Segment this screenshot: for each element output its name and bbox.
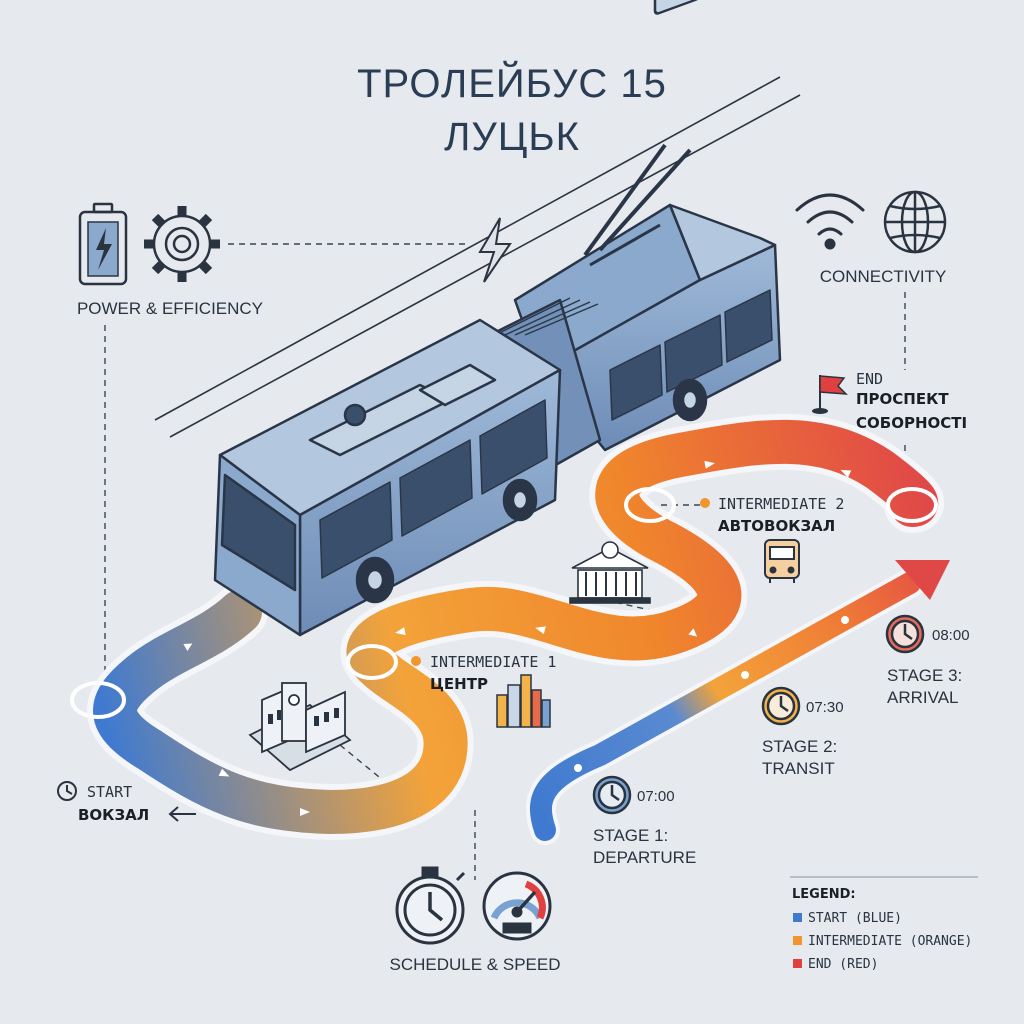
- start-stop-ring: [70, 681, 126, 719]
- gear-icon: [144, 206, 220, 282]
- stage3-time: 08:00: [932, 627, 970, 644]
- intermediate2-tag: INTERMEDIATE 2: [718, 495, 844, 513]
- power-efficiency-label: POWER & EFFICIENCY: [77, 299, 263, 318]
- title-line-2: ЛУЦЬК: [444, 115, 580, 159]
- bus-icon: [764, 539, 800, 583]
- intermediate2-name: АВТОВОКЗАЛ: [718, 517, 835, 535]
- stage2-time: 07:30: [806, 699, 844, 716]
- connectivity-label: CONNECTIVITY: [820, 267, 947, 286]
- end-name-line2: СОБОРНОСТІ: [856, 414, 967, 432]
- clock-icon: [57, 781, 77, 801]
- stage2-line2: TRANSIT: [762, 759, 835, 778]
- legend: LEGEND: START (BLUE) INTERMEDIATE (ORANG…: [790, 876, 978, 972]
- stage3-line1: STAGE 3:: [887, 666, 962, 685]
- schedule-speed-label: SCHEDULE & SPEED: [390, 955, 561, 974]
- city-icon: [496, 674, 551, 728]
- start-name: ВОКЗАЛ: [78, 806, 149, 824]
- intermediate1-dot: [411, 656, 421, 666]
- legend-swatch-intermediate: [793, 936, 802, 945]
- stop-rings: [70, 487, 938, 719]
- battery-icon: [78, 202, 128, 286]
- legend-title: LEGEND:: [792, 887, 856, 902]
- stage1-line1: STAGE 1:: [593, 826, 668, 845]
- legend-item-intermediate: INTERMEDIATE (ORANGE): [808, 934, 972, 949]
- stage1-clock-icon: [592, 775, 632, 815]
- trolleybus: [213, 0, 782, 637]
- end-stop-ring: [886, 487, 938, 523]
- route-path: [87, 413, 944, 840]
- start-tag: START: [87, 783, 132, 801]
- legend-item-start: START (BLUE): [808, 911, 902, 926]
- end-tag: END: [856, 370, 883, 388]
- timeline-arrow: [525, 560, 950, 845]
- speedometer-icon: [482, 871, 552, 941]
- title-line-1: ТРОЛЕЙБУС 15: [357, 60, 667, 106]
- intermediate2-dot: [700, 498, 710, 508]
- intermediate2-stop-ring: [624, 487, 676, 523]
- route-chevrons: [183, 460, 852, 816]
- intermediate1-stop-ring: [346, 644, 398, 680]
- end-name-line1: ПРОСПЕКТ: [856, 390, 949, 408]
- stage3-line2: ARRIVAL: [887, 688, 959, 707]
- intermediate1-name: ЦЕНТР: [430, 675, 488, 693]
- stage3-clock-icon: [885, 614, 925, 654]
- intermediate1-tag: INTERMEDIATE 1: [430, 653, 556, 671]
- wifi-icon: [795, 193, 865, 250]
- overhead-wires: [154, 76, 801, 438]
- legend-item-end: END (RED): [808, 957, 878, 972]
- museum-icon: [569, 541, 651, 604]
- legend-swatch-start: [793, 913, 802, 922]
- lightning-icon: [478, 217, 512, 283]
- stage1-line2: DEPARTURE: [593, 848, 696, 867]
- flag-icon: [812, 375, 848, 414]
- stage2-clock-icon: [761, 686, 801, 726]
- arrow-left-icon: [168, 806, 196, 822]
- legend-swatch-end: [793, 959, 802, 968]
- globe-icon: [883, 190, 947, 254]
- stage2-line1: STAGE 2:: [762, 737, 837, 756]
- stopwatch-icon: [395, 866, 466, 945]
- station-icon: [248, 682, 352, 772]
- stage1-time: 07:00: [637, 788, 675, 805]
